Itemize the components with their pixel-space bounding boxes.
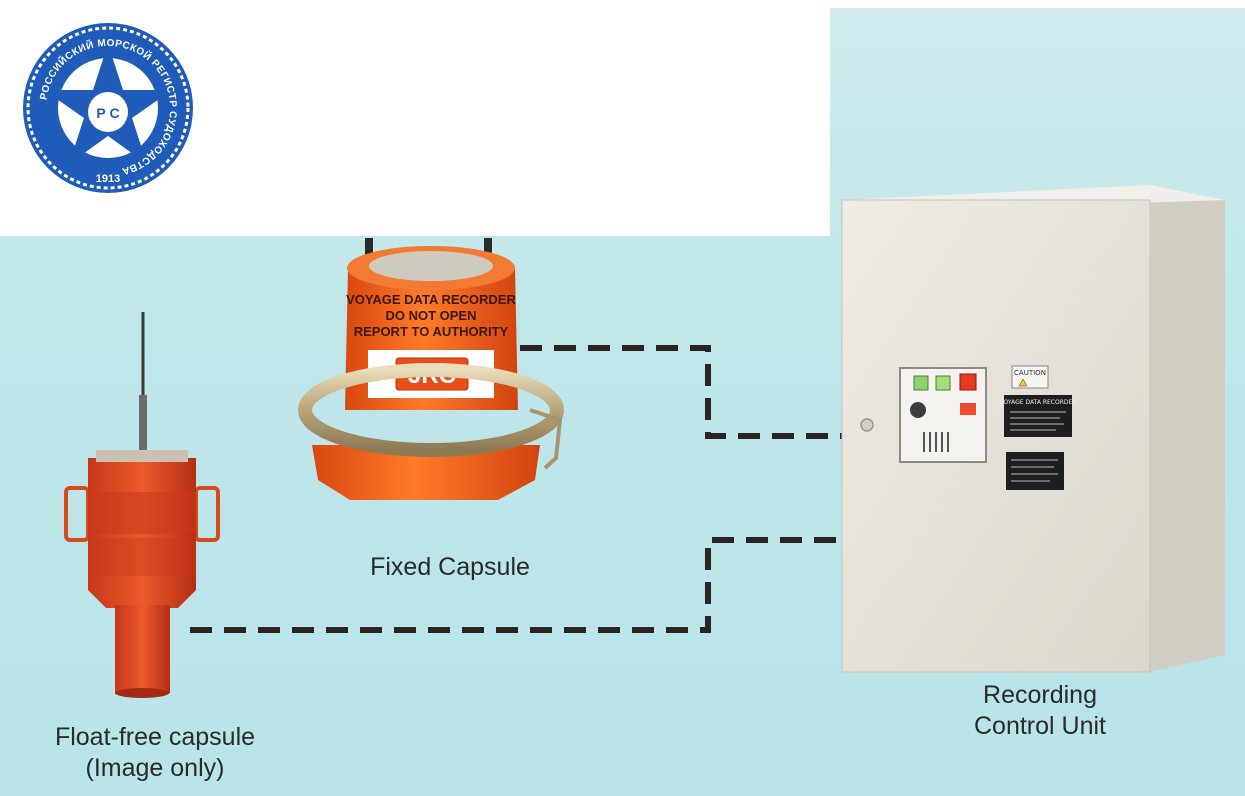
lock-icon — [860, 418, 874, 432]
capsule-label-line3: REPORT TO AUTHORITY — [354, 324, 509, 339]
logo-letters: Р С — [96, 105, 119, 121]
connector-fixed-to-rcu — [520, 345, 842, 439]
fixed-capsule-caption: Fixed Capsule — [310, 552, 590, 583]
connector-float-to-rcu — [190, 537, 842, 633]
rcu-caption-line2: Control Unit — [974, 712, 1106, 740]
mount-bracket — [365, 238, 373, 268]
float-free-capsule-caption: Float-free capsule (Image only) — [10, 722, 300, 784]
handle-left — [64, 486, 90, 542]
capsule-top — [96, 450, 188, 462]
secondary-plate — [1006, 452, 1064, 490]
fixed-capsule: VOYAGE DATA RECORDER DO NOT OPEN REPORT … — [298, 238, 564, 500]
float-free-capsule — [64, 312, 220, 698]
rating-plate-title: VOYAGE DATA RECORDER — [1000, 399, 1077, 406]
mounting-ring — [298, 363, 564, 457]
rcu-caption-line1: Recording — [983, 681, 1097, 709]
float-free-caption-line2: (Image only) — [85, 754, 225, 782]
logo-year: 1913 — [96, 173, 120, 185]
indicator-green-icon — [913, 375, 929, 391]
handle-right — [194, 486, 220, 542]
hazard-icon — [1018, 378, 1028, 387]
capsule-label-line1: VOYAGE DATA RECORDER — [346, 292, 516, 307]
fixed-capsule-caption-text: Fixed Capsule — [370, 553, 530, 581]
top-border — [0, 0, 1245, 8]
register-seal-logo: Р С РОССИЙСКИЙ МОРСКОЙ РЕГИСТР СУДОХОДСТ… — [23, 23, 193, 193]
indicator-green-icon — [935, 375, 951, 391]
alarm-button-icon — [960, 403, 976, 415]
float-free-caption-line1: Float-free capsule — [54, 723, 256, 751]
dial-knob-icon — [910, 402, 926, 418]
release-clamp — [529, 408, 563, 470]
capsule-label-line2: DO NOT OPEN — [385, 308, 476, 323]
speaker-grille-icon — [923, 432, 949, 452]
recording-control-unit-caption: Recording Control Unit — [910, 680, 1170, 742]
indicator-red-icon — [959, 373, 977, 391]
warning-label-text: CAUTION — [1014, 369, 1046, 377]
top-grille — [369, 251, 493, 281]
recording-control-unit: CAUTION VOYAGE DATA RECORDER — [841, 185, 1225, 673]
